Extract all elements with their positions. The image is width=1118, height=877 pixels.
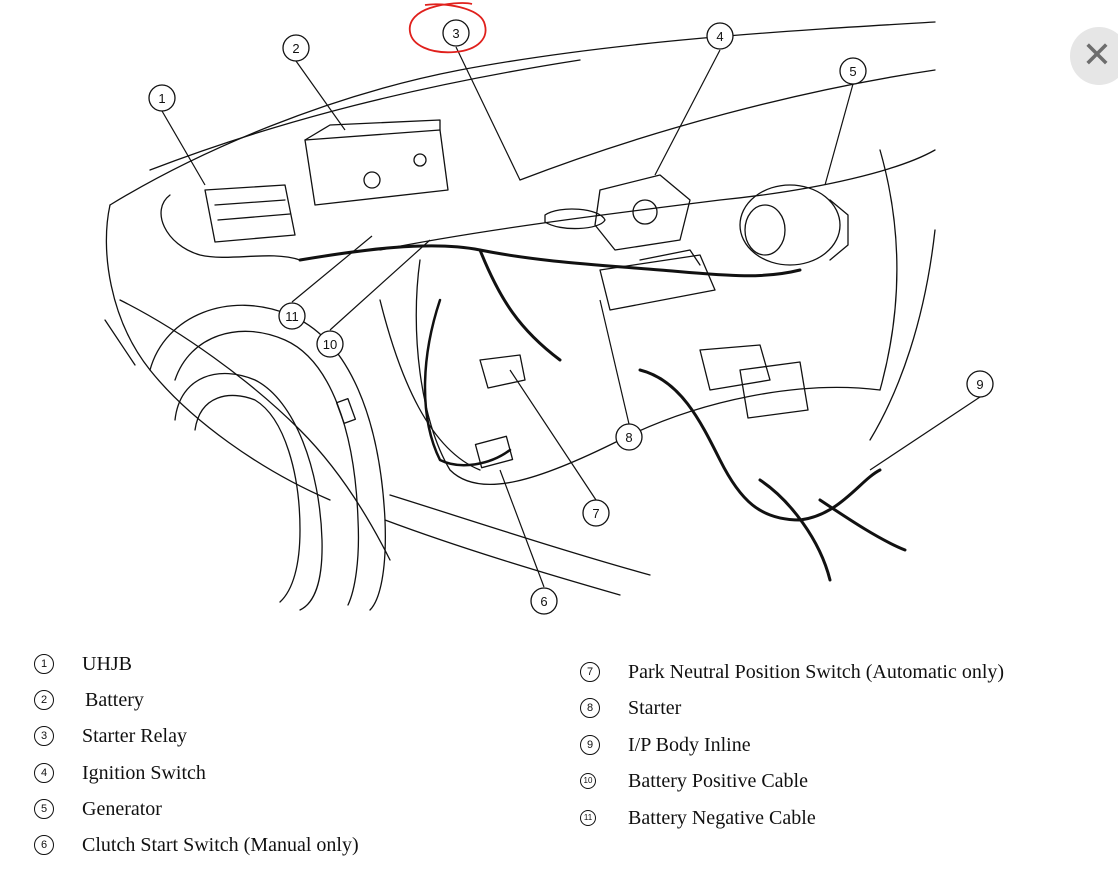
- callout-1-circle: [148, 84, 176, 112]
- legend-num: 3: [34, 726, 54, 746]
- firewall: [415, 259, 881, 486]
- callout-2: 2: [292, 41, 299, 56]
- headlamp: [104, 319, 136, 366]
- uhjb-harness: [160, 194, 301, 261]
- uhjb-box: [204, 184, 296, 243]
- legend-label: Starter: [628, 696, 682, 719]
- legend-num: 5: [34, 799, 54, 819]
- legend-item-clutch-start-switch: 6 Clutch Start Switch (Manual only): [34, 831, 359, 859]
- legend-num: 4: [34, 763, 54, 783]
- legend-item-ignition-switch: 4 Ignition Switch: [34, 759, 206, 787]
- legend-item-generator: 5 Generator: [34, 795, 162, 823]
- battery-body: [304, 129, 449, 206]
- inner-fender: [379, 299, 481, 471]
- battery-post-neg: [413, 153, 427, 167]
- close-button[interactable]: ✕: [1070, 27, 1118, 85]
- ip-harness: [638, 368, 907, 582]
- callout-4-circle: [706, 22, 734, 50]
- callout-3-circle: [442, 19, 470, 47]
- legend-item-uhjb: 1 UHJB: [34, 650, 132, 678]
- callout-11: 11: [285, 309, 299, 324]
- wheel-arch-inner: [174, 330, 360, 606]
- callout-5: 5: [849, 64, 856, 79]
- callout-4: 4: [716, 29, 723, 44]
- legend-label: Battery Positive Cable: [628, 769, 808, 792]
- tire-inner: [194, 394, 301, 603]
- callout-2-circle: [282, 34, 310, 62]
- legend-label: Battery Negative Cable: [628, 806, 816, 829]
- legend-item-park-neutral-switch: 7 Park Neutral Position Switch (Automati…: [580, 658, 1004, 686]
- starter-body: [599, 254, 716, 311]
- cowl-line: [379, 149, 936, 251]
- callout-7: 7: [592, 506, 599, 521]
- callout-10-circle: [316, 330, 344, 358]
- battery-post-pos: [363, 171, 381, 189]
- callout-11-circle: [278, 302, 306, 330]
- generator: [739, 184, 841, 266]
- legend-num: 6: [34, 835, 54, 855]
- callout-10: 10: [323, 337, 337, 352]
- hood-outline: [109, 21, 936, 206]
- body-side-2: [384, 519, 621, 596]
- wheel-tire: [174, 372, 323, 611]
- door-edge: [869, 229, 936, 441]
- wheel-arch-outer: [149, 304, 386, 611]
- callout-3: 3: [452, 26, 459, 41]
- hood-edge: [149, 59, 581, 171]
- callout-8: 8: [625, 430, 632, 445]
- ignition-switch: [594, 174, 691, 251]
- legend-num: 10: [580, 773, 596, 789]
- main-harness: [298, 244, 802, 278]
- legend-num: 1: [34, 654, 54, 674]
- callout-9-circle: [966, 370, 994, 398]
- legend-label: Generator: [82, 797, 162, 820]
- legend-item-starter: 8 Starter: [580, 694, 681, 722]
- legend-label: Ignition Switch: [82, 761, 206, 784]
- fender-lower: [119, 299, 391, 561]
- callout-6: 6: [540, 594, 547, 609]
- legend-item-battery: 2 Battery: [34, 686, 144, 714]
- windshield-frame: [519, 69, 936, 181]
- legend-label: Park Neutral Position Switch (Automatic …: [628, 660, 1005, 683]
- callout-7-circle: [582, 499, 610, 527]
- fender-outline: [105, 204, 331, 501]
- pnp-switch: [479, 354, 526, 389]
- legend-label: Battery: [85, 688, 144, 711]
- legend-label: Starter Relay: [82, 724, 187, 747]
- callout-9: 9: [976, 377, 983, 392]
- callout-3-red-highlight: [408, 2, 487, 54]
- legend-num: 9: [580, 735, 600, 755]
- body-side: [389, 494, 651, 576]
- legend-num: 11: [580, 810, 596, 826]
- close-icon: ✕: [1081, 35, 1113, 76]
- legend-item-battery-negative-cable: 11 Battery Negative Cable: [580, 804, 816, 832]
- a-pillar: [879, 149, 898, 391]
- callout-8-circle: [615, 423, 643, 451]
- legend-item-ip-body-inline: 9 I/P Body Inline: [580, 731, 751, 759]
- legend-num: 7: [580, 662, 600, 682]
- legend-label: UHJB: [82, 652, 133, 675]
- ip-connectors: [699, 344, 809, 419]
- legend-label: Clutch Start Switch (Manual only): [82, 833, 359, 856]
- legend-num: 8: [580, 698, 600, 718]
- legend-item-starter-relay: 3 Starter Relay: [34, 722, 187, 750]
- side-marker: [335, 397, 357, 425]
- legend-item-battery-positive-cable: 10 Battery Positive Cable: [580, 767, 808, 795]
- callout-1: 1: [158, 91, 165, 106]
- clutch-switch: [474, 435, 514, 469]
- callout-5-circle: [839, 57, 867, 85]
- battery-top: [304, 119, 441, 141]
- legend-label: I/P Body Inline: [628, 733, 751, 756]
- callout-6-circle: [530, 587, 558, 615]
- legend-num: 2: [34, 690, 54, 710]
- engine-compartment-diagram: 1 2 3 4 5 6 7 8 9 10 11: [104, 2, 994, 615]
